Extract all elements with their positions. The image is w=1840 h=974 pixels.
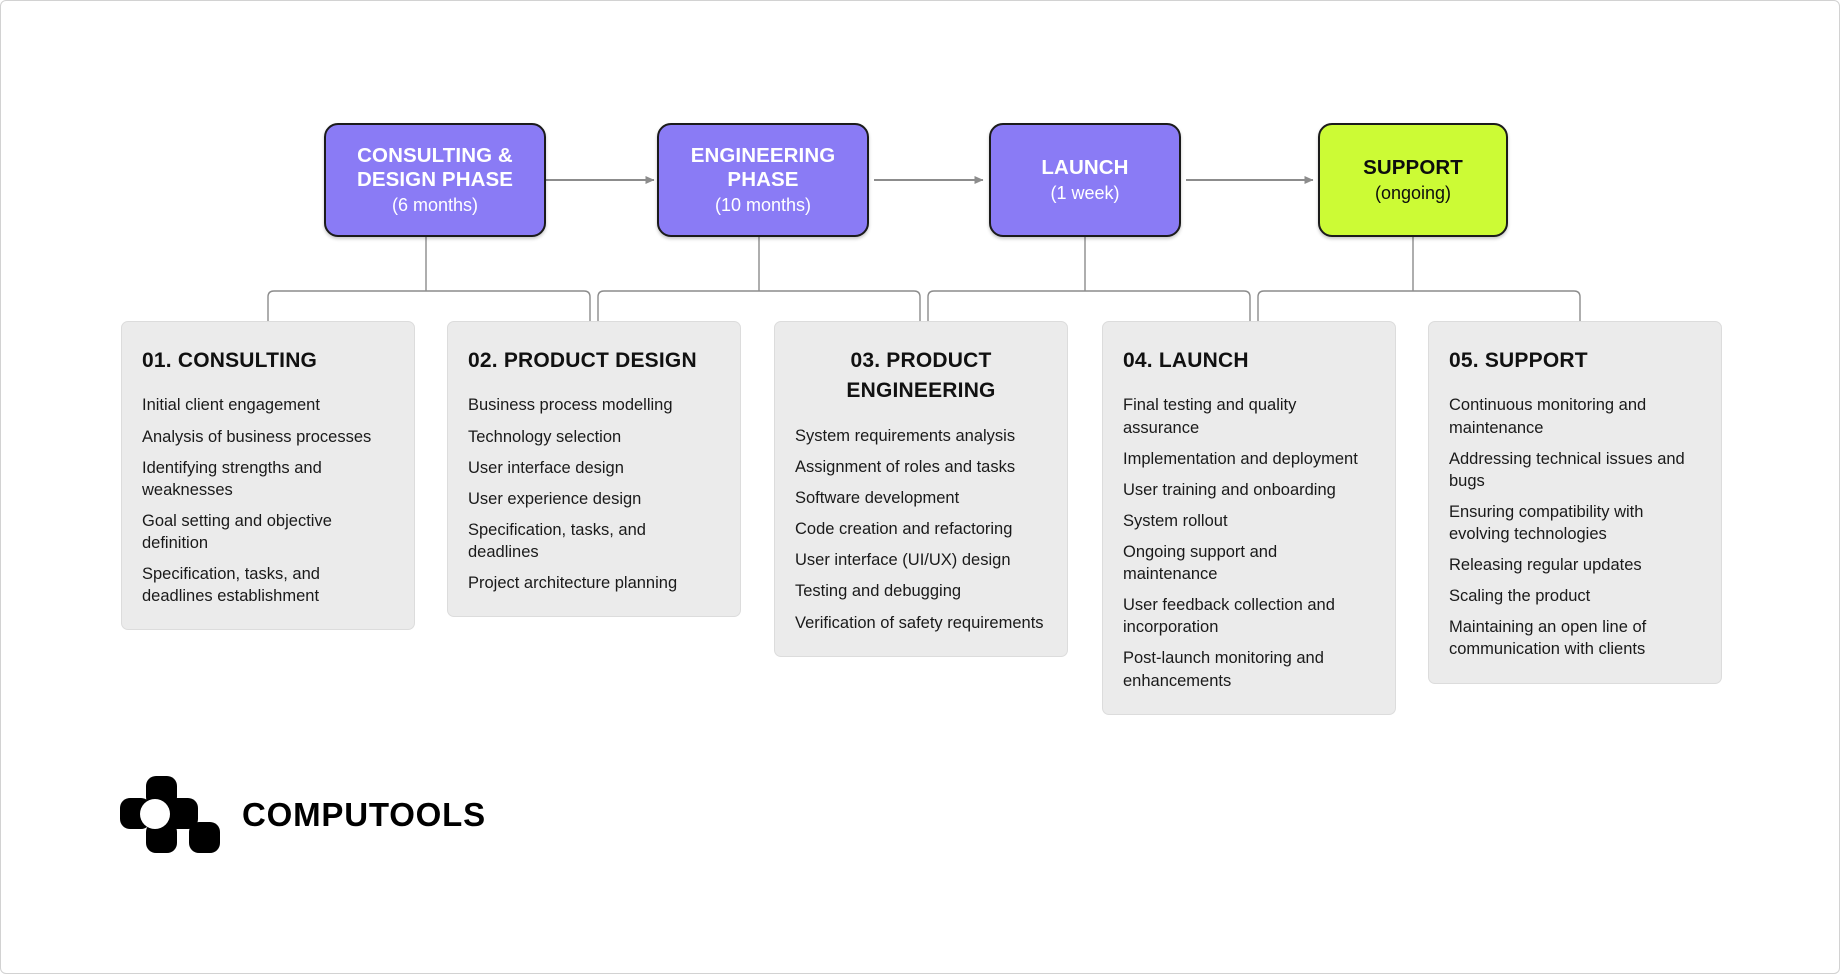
list-item: User feedback collection and incorporati…	[1123, 596, 1335, 637]
list-item: Final testing and quality assurance	[1123, 396, 1297, 437]
list-item: System rollout	[1123, 511, 1228, 530]
list-item: Technology selection	[468, 427, 622, 446]
list-item: Analysis of business processes	[142, 427, 372, 446]
card-title: 02. PRODUCT DESIGN	[468, 349, 697, 372]
phase-title: ENGINEERING PHASE	[691, 144, 836, 192]
list-item: User experience design	[468, 489, 642, 508]
list-item: Maintaining an open line of communicatio…	[1449, 618, 1647, 659]
card-item-list: System requirements analysis Assignment …	[795, 425, 1047, 634]
phase-title: CONSULTING & DESIGN PHASE	[357, 144, 513, 192]
list-item: Project architecture planning	[468, 574, 678, 593]
detail-card-product-engineering[interactable]: 03. PRODUCT ENGINEERING System requireme…	[774, 321, 1068, 657]
card-title-line2: ENGINEERING	[846, 379, 996, 403]
list-item: Initial client engagement	[142, 396, 320, 415]
list-item: Testing and debugging	[795, 582, 962, 601]
list-item: User interface design	[468, 458, 624, 477]
card-title: 05. SUPPORT	[1449, 349, 1588, 372]
card-title: 04. LAUNCH	[1123, 349, 1249, 372]
list-item: User training and onboarding	[1123, 480, 1336, 499]
card-item-list: Final testing and quality assurance Impl…	[1123, 394, 1375, 691]
list-item: User interface (UI/UX) design	[795, 551, 1011, 570]
list-item: Assignment of roles and tasks	[795, 457, 1016, 476]
card-item-list: Business process modelling Technology se…	[468, 394, 720, 594]
card-title: 03. PRODUCT ENGINEERING	[795, 346, 1047, 407]
list-item: Scaling the product	[1449, 587, 1591, 606]
list-item: Identifying strengths and weaknesses	[142, 458, 322, 499]
bracket-consulting-design	[267, 290, 591, 321]
list-item: System requirements analysis	[795, 426, 1016, 445]
detail-card-consulting[interactable]: 01. CONSULTING Initial client engagement…	[121, 321, 415, 631]
list-item: Business process modelling	[468, 396, 673, 415]
phase-duration: (10 months)	[714, 194, 812, 215]
bracket-support	[1257, 290, 1581, 321]
detail-card-launch[interactable]: 04. LAUNCH Final testing and quality ass…	[1102, 321, 1396, 715]
phase-title-line2: DESIGN PHASE	[356, 167, 514, 191]
phase-title: LAUNCH	[1041, 155, 1129, 179]
list-item: Post-launch monitoring and enhancements	[1123, 649, 1324, 690]
logo-wordmark: COMPUTOOLS	[242, 796, 486, 833]
bracket-group	[267, 290, 1581, 321]
list-item: Releasing regular updates	[1449, 556, 1642, 575]
phase-box-consulting-design[interactable]: CONSULTING & DESIGN PHASE (6 months)	[324, 123, 546, 237]
list-item: Ongoing support and maintenance	[1123, 542, 1278, 584]
card-title: 01. CONSULTING	[142, 349, 318, 372]
list-item: Code creation and refactoring	[795, 520, 1013, 539]
list-item: Specification, tasks, and deadlines esta…	[142, 565, 320, 606]
phase-box-support[interactable]: SUPPORT (ongoing)	[1318, 123, 1508, 237]
list-item: Specification, tasks, and deadlines	[468, 520, 646, 561]
phase-drop-group	[425, 233, 1414, 291]
phase-box-engineering[interactable]: ENGINEERING PHASE (10 months)	[657, 123, 869, 237]
detail-card-support[interactable]: 05. SUPPORT Continuous monitoring and ma…	[1428, 321, 1722, 684]
phase-title-line1: CONSULTING &	[357, 143, 513, 167]
card-item-list: Initial client engagement Analysis of bu…	[142, 394, 394, 607]
list-item: Verification of safety requirements	[795, 613, 1044, 632]
list-item: Software development	[795, 489, 960, 508]
bracket-engineering	[597, 290, 921, 321]
list-item: Goal setting and objective definition	[142, 511, 332, 552]
phase-title-line2: PHASE	[727, 167, 799, 191]
card-title-line1: 03. PRODUCT	[850, 349, 992, 372]
list-item: Implementation and deployment	[1123, 449, 1358, 468]
phase-duration: (1 week)	[1050, 182, 1120, 203]
detail-card-product-design[interactable]: 02. PRODUCT DESIGN Business process mode…	[447, 321, 741, 618]
list-item: Ensuring compatibility with evolving tec…	[1449, 502, 1644, 543]
bracket-launch	[927, 290, 1251, 321]
card-item-list: Continuous monitoring and maintenance Ad…	[1449, 394, 1701, 660]
brand-logo: COMPUTOOLS	[120, 776, 486, 854]
phase-duration: (ongoing)	[1374, 182, 1452, 203]
phase-title-line1: ENGINEERING	[690, 143, 836, 167]
list-item: Addressing technical issues and bugs	[1449, 449, 1685, 490]
phase-duration: (6 months)	[391, 194, 479, 215]
phase-title: SUPPORT	[1363, 155, 1463, 179]
list-item: Continuous monitoring and maintenance	[1449, 396, 1647, 437]
phase-box-launch[interactable]: LAUNCH (1 week)	[989, 123, 1181, 237]
computools-molecule-logo-icon	[120, 776, 220, 853]
